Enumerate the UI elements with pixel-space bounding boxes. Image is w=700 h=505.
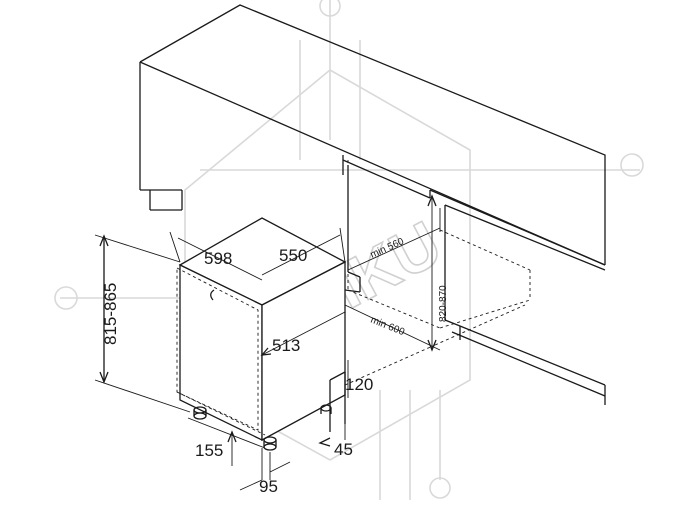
label-leg-height: 155 bbox=[195, 441, 223, 460]
label-leg-inset: 95 bbox=[259, 477, 278, 496]
label-inner-depth: 513 bbox=[272, 336, 300, 355]
label-width: 598 bbox=[204, 249, 232, 268]
label-niche-height: 820-870 bbox=[438, 285, 449, 322]
niche-back bbox=[344, 165, 361, 293]
leg-front-right bbox=[263, 436, 277, 444]
door-handle bbox=[210, 289, 215, 301]
label-toe-kick: 120 bbox=[345, 375, 373, 394]
worktop bbox=[139, 4, 606, 271]
label-plinth-depth: 45 bbox=[334, 440, 353, 459]
label-depth: 550 bbox=[279, 246, 307, 265]
label-niche-depth: min 600 bbox=[369, 315, 407, 339]
dimension-lines bbox=[94, 194, 441, 491]
label-height-range: 815-865 bbox=[101, 283, 120, 345]
dishwasher bbox=[176, 217, 347, 451]
right-cabinet bbox=[444, 205, 606, 405]
